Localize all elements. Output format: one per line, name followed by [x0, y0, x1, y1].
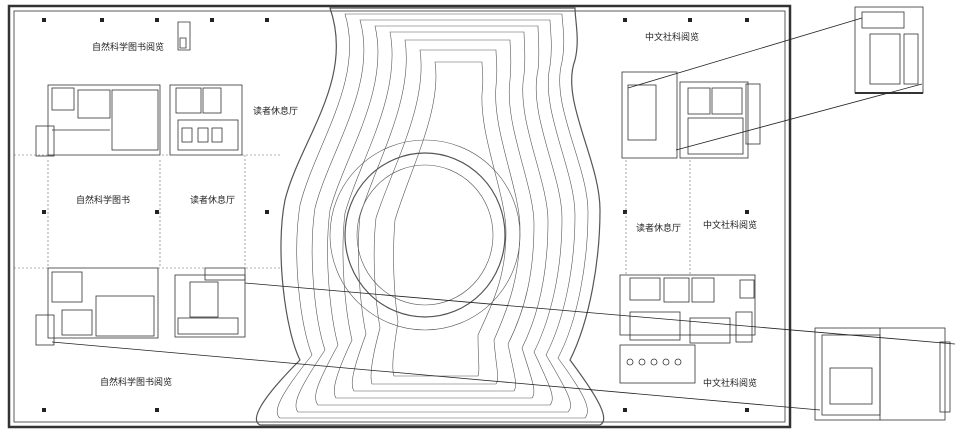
- label-reading-natural-mid: 自然科学图书: [76, 194, 130, 206]
- label-reading-natural-top: 自然科学图书阅览: [92, 41, 164, 53]
- label-lounge-left-mid: 读者休息厅: [190, 194, 235, 206]
- callout-leader-lines: [51, 17, 956, 411]
- core-left-top: [35, 84, 243, 157]
- label-reading-chinese-top: 中文社科阅览: [645, 31, 699, 43]
- structural-columns: [42, 18, 749, 412]
- detail-callout-bottom: [814, 327, 951, 421]
- label-reading-chinese-bottom: 中文社科阅览: [703, 377, 757, 389]
- outer-wall: [7, 4, 792, 429]
- core-right-top: [621, 71, 761, 159]
- atrium-contours: [255, 7, 605, 426]
- partitions-left: [14, 154, 691, 275]
- label-reading-chinese-mid: 中文社科阅览: [703, 219, 757, 231]
- small-room-top-left: [177, 21, 191, 51]
- label-reading-natural-bottom: 自然科学图书阅览: [100, 376, 172, 388]
- detail-callout-top: [854, 6, 924, 94]
- label-lounge-left-top: 读者休息厅: [253, 105, 298, 117]
- core-right-bottom: [619, 274, 756, 384]
- core-left-bottom: [35, 267, 246, 346]
- label-lounge-right: 读者休息厅: [636, 222, 681, 234]
